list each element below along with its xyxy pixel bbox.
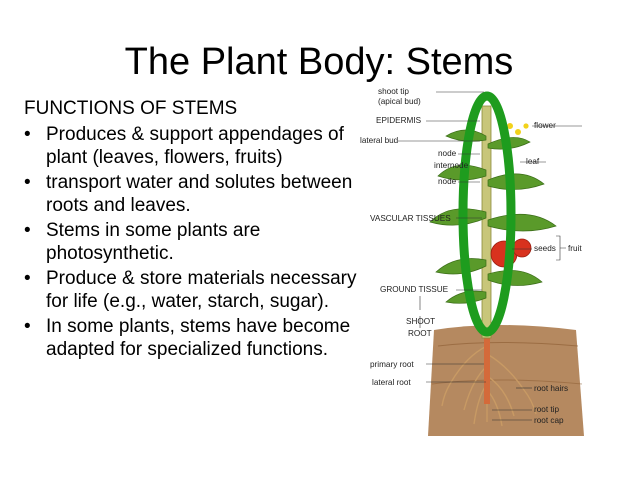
label-vascular-tissues: VASCULAR TISSUES (370, 214, 451, 223)
bullet-icon: • (24, 268, 31, 289)
label-seeds: seeds (534, 244, 556, 253)
bullet-item: • In some plants, stems have become adap… (24, 316, 364, 361)
bullet-text: Produce & store materials necessary for … (46, 268, 357, 312)
soil-texture (437, 342, 579, 347)
label-shoot-tip: shoot tip (378, 87, 409, 96)
functions-heading: FUNCTIONS OF STEMS (24, 98, 238, 119)
label-root: ROOT (408, 329, 432, 338)
bullet-item: • Produce & store materials necessary fo… (24, 268, 364, 313)
bullet-item: • Stems in some plants are photosyntheti… (24, 220, 364, 265)
label-shoot: SHOOT (406, 317, 435, 326)
bullet-text: In some plants, stems have become adapte… (46, 316, 351, 360)
label-ground-tissue: GROUND TISSUE (380, 285, 449, 294)
label-root-cap: root cap (534, 416, 564, 425)
label-flower: flower (534, 121, 556, 130)
bullet-icon: • (24, 172, 31, 193)
soil-texture (431, 379, 583, 385)
bullet-icon: • (24, 316, 31, 337)
bullet-text: Produces & support appendages of plant (… (46, 124, 344, 168)
bullet-text: Stems in some plants are photosynthetic. (46, 220, 261, 264)
bullet-icon: • (24, 124, 31, 145)
label-node: node (438, 177, 457, 186)
label-epidermis: EPIDERMIS (376, 116, 422, 125)
bullet-item: • transport water and solutes between ro… (24, 172, 364, 217)
bullet-icon: • (24, 220, 31, 241)
slide-title: The Plant Body: Stems (124, 41, 514, 83)
label-internode: internode (434, 161, 469, 170)
bullet-item: • Produces & support appendages of plant… (24, 124, 364, 169)
label-root-hairs: root hairs (534, 384, 568, 393)
label-primary-root: primary root (370, 360, 414, 369)
flowers (507, 123, 529, 135)
primary-root (484, 334, 490, 404)
plant-diagram: shoot tip (apical bud) EPIDERMIS lateral… (346, 84, 616, 436)
label-root-tip: root tip (534, 405, 559, 414)
leader-lines (398, 91, 582, 421)
label-apical-bud: (apical bud) (378, 97, 421, 106)
label-fruit: fruit (568, 244, 582, 253)
bullet-list: • Produces & support appendages of plant… (24, 124, 364, 364)
label-lateral-bud: lateral bud (360, 136, 399, 145)
bullet-text: transport water and solutes between root… (46, 172, 353, 216)
tomato-fruit (512, 238, 532, 258)
label-lateral-root: lateral root (372, 378, 411, 387)
label-node: node (438, 149, 457, 158)
stem-highlight-oval (458, 91, 516, 337)
plant-diagram-svg: shoot tip (apical bud) EPIDERMIS lateral… (360, 87, 584, 436)
label-leaf: leaf (526, 157, 540, 166)
